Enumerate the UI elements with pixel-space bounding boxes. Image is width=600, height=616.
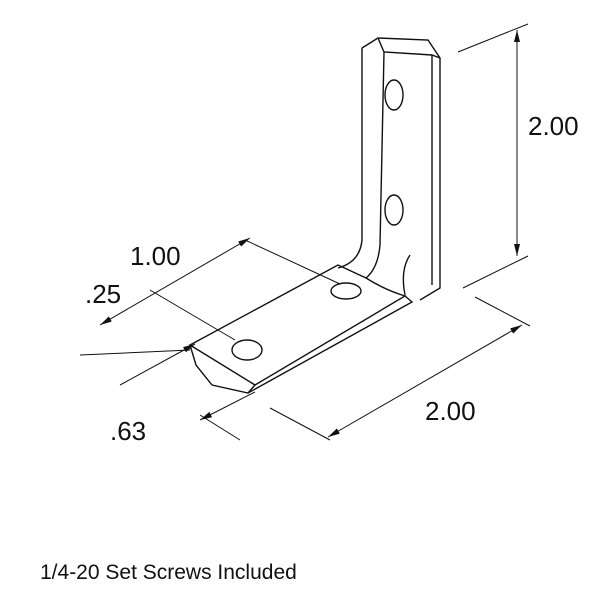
dim-hole-offset: .25 bbox=[85, 279, 121, 309]
horizontal-leg bbox=[188, 264, 407, 386]
vertical-hole-top bbox=[384, 79, 404, 111]
dimension-lines bbox=[79, 23, 531, 441]
dim-height: 2.00 bbox=[528, 111, 579, 141]
vertical-hole-bottom bbox=[384, 194, 404, 226]
dim-width: .63 bbox=[110, 416, 146, 446]
vertical-leg bbox=[361, 37, 441, 301]
caption: 1/4-20 Set Screws Included bbox=[40, 561, 297, 584]
dim-length: 2.00 bbox=[425, 396, 476, 426]
horizontal-hole-front bbox=[231, 339, 263, 361]
horizontal-hole-rear bbox=[330, 282, 362, 300]
dim-hole-spacing: 1.00 bbox=[130, 241, 181, 271]
bracket-outline bbox=[188, 37, 441, 394]
